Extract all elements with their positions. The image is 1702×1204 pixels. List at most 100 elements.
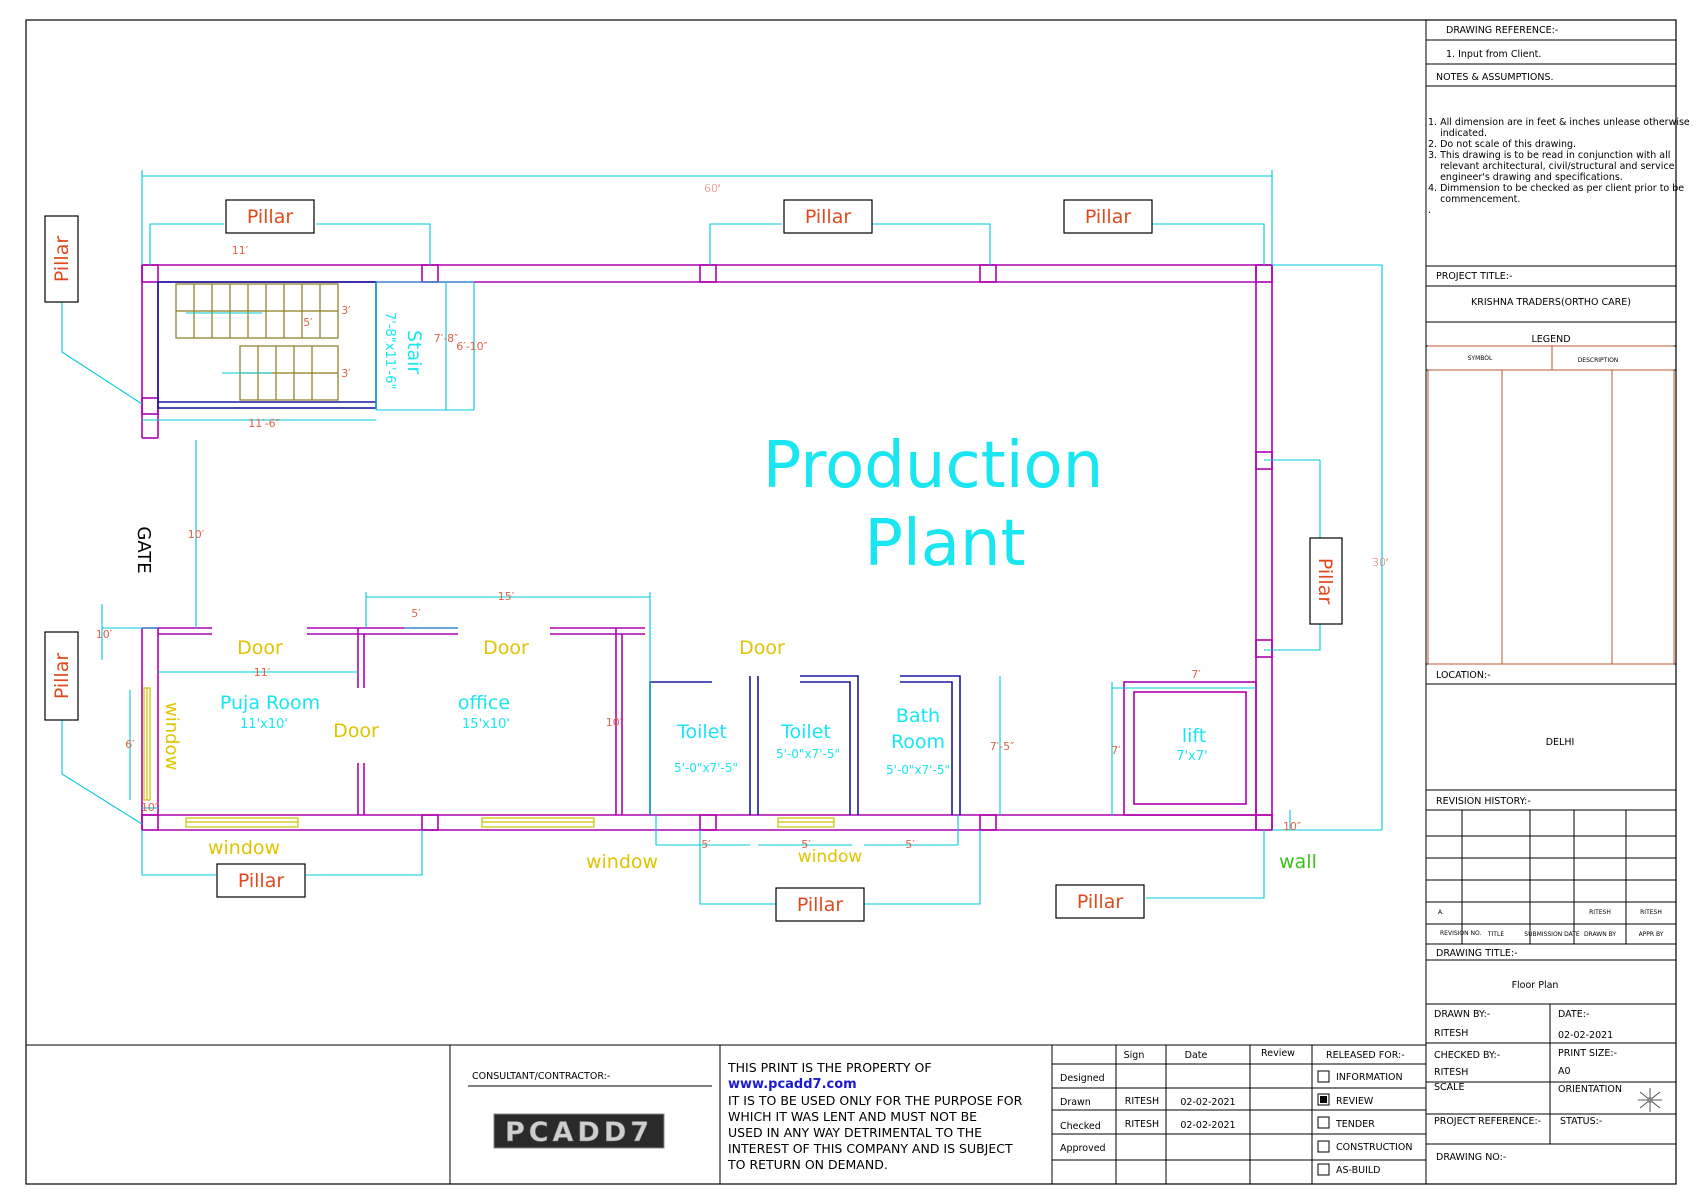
- drawn-sign: RITESH: [1125, 1096, 1159, 1107]
- checked-by-value: RITESH: [1434, 1067, 1468, 1078]
- internal-walls: [158, 627, 1257, 816]
- released-checkbox[interactable]: [1317, 1140, 1330, 1153]
- drawing-title: Floor Plan: [1512, 980, 1559, 991]
- dim-stair-3b: 3′: [341, 367, 351, 380]
- revision-appr-value: RITESH: [1640, 909, 1662, 916]
- windows: [143, 687, 835, 828]
- revision-header-appr: APPR BY: [1639, 931, 1664, 938]
- dimension-lines: [61, 170, 1383, 905]
- project-reference-label: PROJECT REFERENCE:-: [1434, 1116, 1541, 1127]
- revision-drawn-value: RITESH: [1589, 909, 1611, 916]
- pillar-bottom-3: Pillar: [1055, 884, 1145, 919]
- released-option-review[interactable]: REVIEW: [1317, 1093, 1374, 1107]
- floor-plan: Production Plant GATE 60′ 30′ 11′ 11′-6″…: [44, 170, 1388, 922]
- dim-office-15: 15′: [498, 590, 515, 603]
- room-stair-name: Stair: [403, 330, 425, 374]
- released-option-label: CONSTRUCTION: [1336, 1142, 1412, 1153]
- released-checkbox[interactable]: [1317, 1163, 1330, 1176]
- released-checkbox[interactable]: [1317, 1070, 1330, 1083]
- gate-label: GATE: [133, 526, 154, 573]
- dim-window-6: 6′: [125, 738, 135, 751]
- date-header: Date: [1185, 1050, 1208, 1061]
- released-option-information[interactable]: INFORMATION: [1317, 1070, 1403, 1083]
- window-label-1: window: [208, 837, 280, 859]
- dim-toilet-5a: 5′: [701, 838, 711, 851]
- dim-puja-10: 10′: [96, 628, 113, 641]
- pillar-right-1: Pillar: [1309, 537, 1343, 625]
- released-option-label: AS-BUILD: [1336, 1165, 1381, 1176]
- legend-symbol-header: SYMBOL: [1468, 355, 1493, 362]
- property-line6: TO RETURN ON DEMAND.: [727, 1157, 888, 1172]
- overall-width: 30′: [1372, 556, 1388, 569]
- logo-text: PCADD7: [505, 1117, 653, 1148]
- drawn-by-label: DRAWN BY:-: [1434, 1009, 1490, 1020]
- note-line: 2. Do not scale of this drawing.: [1428, 139, 1576, 150]
- dim-stair-11: 11′: [232, 244, 249, 257]
- drawing-reference-item: 1. Input from Client.: [1446, 49, 1541, 60]
- dim-lift-7w: 7′: [1191, 668, 1201, 681]
- dim-stair-5: 5′: [303, 316, 313, 329]
- plan-title-line2: Plant: [864, 507, 1025, 581]
- drawn-label: Drawn: [1060, 1097, 1091, 1108]
- date-label: DATE:-: [1558, 1009, 1589, 1020]
- note-line: engineer's drawing and specifications.: [1428, 172, 1623, 183]
- pillar-label: Pillar: [51, 236, 73, 283]
- released-option-as-build[interactable]: AS-BUILD: [1317, 1163, 1381, 1176]
- revision-history-label: REVISION HISTORY:-: [1436, 796, 1531, 807]
- property-line1: THIS PRINT IS THE PROPERTY OF: [727, 1060, 932, 1075]
- dim-bath-7-5: 7′-5″: [990, 740, 1015, 753]
- checked-label: Checked: [1060, 1121, 1101, 1132]
- door-label-4: Door: [333, 720, 379, 742]
- pillar-left-2: Pillar: [44, 631, 79, 721]
- drawn-date: 02-02-2021: [1180, 1097, 1235, 1108]
- dim-puja-11: 11′: [254, 666, 271, 679]
- pillar-left-1: Pillar: [44, 215, 79, 303]
- released-option-construction[interactable]: CONSTRUCTION: [1317, 1140, 1412, 1153]
- wall-label: wall: [1279, 851, 1317, 873]
- released-option-tender[interactable]: TENDER: [1317, 1116, 1375, 1130]
- property-url: www.pcadd7.com: [728, 1077, 857, 1092]
- orientation-label: ORIENTATION: [1558, 1084, 1622, 1095]
- room-bath-line2: Room: [891, 731, 945, 753]
- checked-date: 02-02-2021: [1180, 1120, 1235, 1131]
- pillar-label: Pillar: [247, 206, 294, 228]
- location-label: LOCATION:-: [1436, 670, 1491, 681]
- room-stair-size: 7'-8"x11'-6": [382, 312, 397, 390]
- released-checkbox[interactable]: [1317, 1116, 1330, 1129]
- note-line: 3. This drawing is to be read in conjunc…: [1428, 150, 1670, 161]
- pillar-label: Pillar: [1077, 891, 1124, 913]
- property-line3: WHICH IT WAS LENT AND MUST NOT BE: [728, 1109, 977, 1124]
- drawing-no-label: DRAWING NO:-: [1436, 1152, 1506, 1163]
- dim-gate-10: 10′: [188, 528, 205, 541]
- designed-label: Designed: [1060, 1073, 1105, 1084]
- pillar-label: Pillar: [51, 653, 73, 700]
- note-line: relevant architectural, civil/structural…: [1428, 161, 1675, 172]
- review-header: Review: [1261, 1048, 1295, 1059]
- room-lift-name: lift: [1182, 725, 1206, 747]
- project-title: KRISHNA TRADERS(ORTHO CARE): [1471, 297, 1631, 308]
- notes-label: NOTES & ASSUMPTIONS.: [1436, 72, 1554, 83]
- checked-sign: RITESH: [1125, 1119, 1159, 1130]
- room-bath-size: 5'-0"x7'-5": [886, 763, 950, 777]
- revision-header-title: TITLE: [1487, 931, 1504, 938]
- revision-header-drawn: DRAWN BY: [1584, 931, 1616, 938]
- staircase: [157, 281, 377, 409]
- legend-description-header: DESCRIPTION: [1578, 357, 1619, 364]
- door-label-1: Door: [237, 637, 283, 659]
- pillar-label: Pillar: [805, 206, 852, 228]
- room-lift-size: 7'x7': [1176, 749, 1207, 764]
- property-line4: USED IN ANY WAY DETRIMENTAL TO THE: [728, 1125, 982, 1140]
- room-toilet2-size: 5'-0"x7'-5": [776, 747, 840, 761]
- notes-list: 1. All dimension are in feet & inches un…: [1428, 117, 1690, 216]
- dim-wall-10: 10″: [1283, 820, 1301, 833]
- room-toilet1-name: Toilet: [676, 721, 727, 743]
- revision-header-submission: SUBMISSION DATE: [1524, 931, 1580, 938]
- pillar-label: Pillar: [1314, 558, 1336, 605]
- dim-toilet-5b: 5′: [801, 838, 811, 851]
- door-label-2: Door: [483, 637, 529, 659]
- window-label-3: window: [798, 847, 863, 867]
- note-line: .: [1428, 205, 1431, 216]
- scale-label: SCALE: [1434, 1082, 1464, 1093]
- bottom-block: CONSULTANT/CONTRACTOR:- PCADD7 THIS PRIN…: [449, 1045, 1426, 1184]
